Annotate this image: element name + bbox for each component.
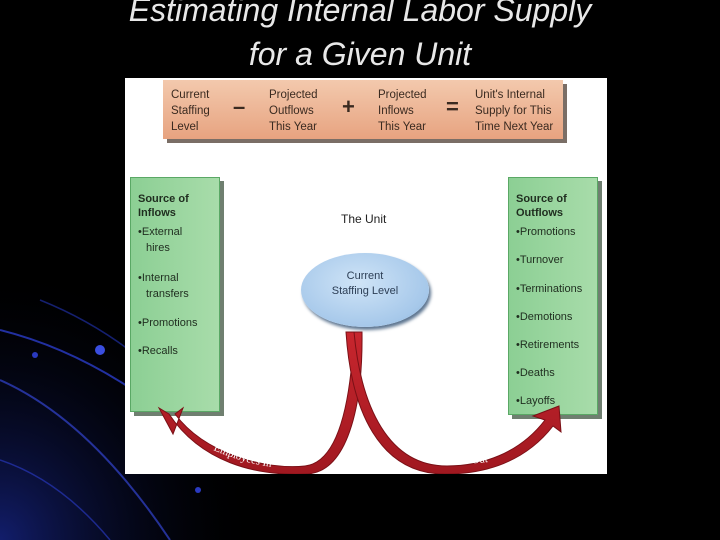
staffing-label-line-2: Staffing Level xyxy=(301,284,429,299)
title-line-1: Estimating Internal Labor Supply xyxy=(0,0,720,32)
slide-title: Estimating Internal Labor Supply for a G… xyxy=(0,0,720,76)
employees-out-label: Employees Out xyxy=(420,447,488,467)
title-line-2: for a Given Unit xyxy=(0,32,720,76)
employees-out-arrow xyxy=(346,332,561,474)
current-staffing-ellipse: Current Staffing Level xyxy=(301,253,429,327)
svg-text:Employees Out: Employees Out xyxy=(420,447,488,467)
employees-in-arrow xyxy=(159,332,362,474)
diagram-figure: Current Staffing Level – Projected Outfl… xyxy=(125,78,607,474)
staffing-label-line-1: Current xyxy=(301,253,429,284)
